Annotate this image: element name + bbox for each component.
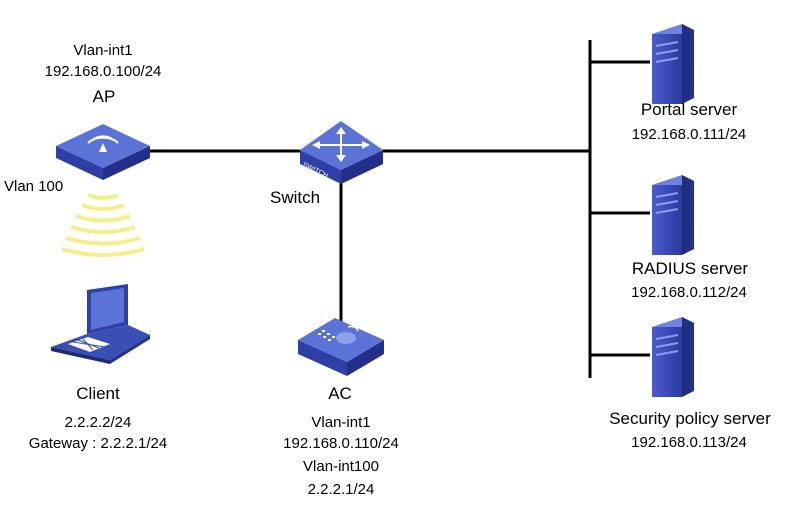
ac-icon[interactable] xyxy=(298,318,384,376)
radius-server-icon[interactable] xyxy=(652,175,694,255)
switch-name-label: Switch xyxy=(270,188,321,207)
ap-vlan-int-label: Vlan-int1 xyxy=(73,42,133,59)
ap-ip-label: 192.168.0.100/24 xyxy=(44,63,162,80)
ap-name-label: AP xyxy=(92,87,116,106)
portal-server-icon[interactable] xyxy=(652,24,694,104)
radius-server-ip-label: 192.168.0.112/24 xyxy=(631,284,747,301)
laptop-icon[interactable] xyxy=(51,284,150,364)
client-ip-label: 2.2.2.2/24 xyxy=(64,414,132,431)
links xyxy=(150,40,650,378)
client-name-label: Client xyxy=(76,384,120,403)
ap-vlan-label: Vlan 100 xyxy=(4,178,64,195)
security-policy-server-name-label: Security policy server xyxy=(609,409,771,428)
ac-vlan-int100-label: Vlan-int100 xyxy=(303,458,379,475)
portal-server-name-label: Portal server xyxy=(640,100,738,119)
switch-icon[interactable]: SWITCH xyxy=(300,121,383,184)
ap-icon[interactable] xyxy=(56,124,150,180)
ac-vlan-int1-label: Vlan-int1 xyxy=(311,414,371,431)
security-policy-server-icon[interactable] xyxy=(652,317,694,397)
client-gateway-label: Gateway : 2.2.2.1/24 xyxy=(28,435,168,452)
portal-server-ip-label: 192.168.0.111/24 xyxy=(631,126,747,143)
ac-ip1-label: 192.168.0.110/24 xyxy=(283,435,399,452)
radius-server-name-label: RADIUS server xyxy=(631,259,749,278)
security-policy-server-ip-label: 192.168.0.113/24 xyxy=(631,434,747,451)
wireless-signal-icon xyxy=(61,193,145,257)
ac-name-label: AC xyxy=(328,384,352,403)
ac-ip100-label: 2.2.2.1/24 xyxy=(307,481,375,498)
